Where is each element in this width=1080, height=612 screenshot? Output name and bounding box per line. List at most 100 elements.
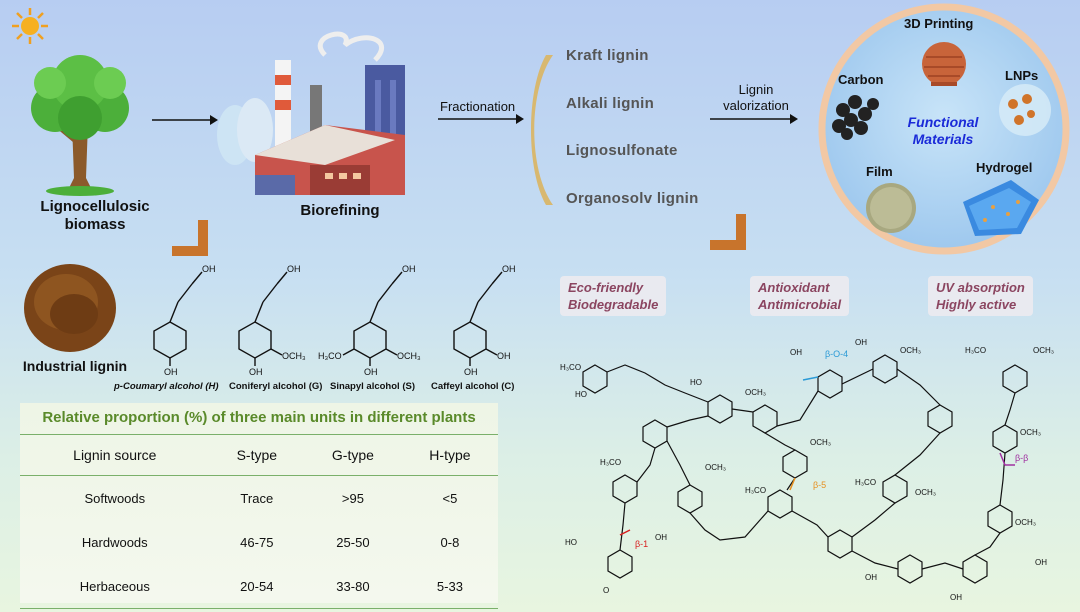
- valorization-label: Lignin valorization: [723, 82, 789, 113]
- property-text: Antimicrobial: [758, 297, 842, 312]
- svg-text:OCH₃: OCH₃: [397, 351, 421, 361]
- table-header: H-type: [429, 447, 471, 463]
- arrow-icon: [438, 114, 524, 124]
- svg-text:O: O: [603, 586, 609, 595]
- lignin-type-kraft: Kraft lignin: [566, 47, 649, 64]
- property-text: Eco-friendly: [568, 280, 644, 295]
- chevron-down-icon: [172, 220, 208, 256]
- material-carbon: Carbon: [838, 72, 884, 87]
- svg-text:H₃CO: H₃CO: [318, 351, 342, 361]
- property-box-eco: Eco-friendly Biodegradable: [560, 276, 667, 316]
- table-cell: 33-80: [336, 578, 370, 594]
- chevron-down-icon: [710, 214, 746, 250]
- table-cell: Herbaceous: [79, 578, 150, 594]
- lignin-type-alkali: Alkali lignin: [566, 95, 655, 112]
- material-3d-printing: 3D Printing: [904, 16, 974, 31]
- linkage-label: β-5: [813, 480, 826, 490]
- table-row: Herbaceous 20-54 33-80 5-33: [20, 564, 498, 609]
- svg-text:H₃CO: H₃CO: [560, 363, 581, 372]
- arrow-icon: [710, 114, 798, 124]
- table-header-row: Lignin source S-type G-type H-type: [20, 435, 498, 476]
- material-hydrogel: Hydrogel: [976, 160, 1033, 175]
- factory-icon: [217, 31, 405, 195]
- tree-icon: [31, 55, 129, 196]
- lignin-powder-icon: [24, 264, 116, 352]
- svg-text:OH: OH: [865, 573, 877, 582]
- property-box-uv: UV absorption Highly active: [928, 276, 1033, 316]
- svg-text:OH: OH: [249, 367, 263, 377]
- svg-text:H₃CO: H₃CO: [745, 486, 766, 495]
- property-box-antioxidant: Antioxidant Antimicrobial: [750, 276, 850, 316]
- table-row: Softwoods Trace >95 <5: [20, 476, 498, 521]
- fractionation-label: Fractionation: [440, 99, 516, 114]
- table-cell: Trace: [240, 490, 274, 506]
- table-title: Relative proportion (%) of three main un…: [42, 409, 476, 426]
- svg-text:OCH₃: OCH₃: [900, 346, 921, 355]
- lignin-type-organosolv: Organosolv lignin: [566, 190, 699, 207]
- table-row: Hardwoods 46-75 25-50 0-8: [20, 520, 498, 564]
- property-text: UV absorption: [936, 280, 1025, 295]
- property-text: Biodegradable: [568, 297, 659, 312]
- svg-text:OH: OH: [202, 264, 216, 274]
- linkage-label: β-β: [1015, 453, 1028, 463]
- monomer-s-label: Sinapyl alcohol (S): [330, 381, 415, 392]
- table-cell: 20-54: [240, 578, 274, 594]
- svg-text:OH: OH: [790, 348, 802, 357]
- svg-text:OH: OH: [855, 338, 867, 347]
- table-cell: Softwoods: [84, 490, 146, 506]
- monomer-h-label: p-Coumaryl alcohol (H): [114, 381, 219, 392]
- table-header: Lignin source: [73, 447, 157, 463]
- svg-text:OCH₃: OCH₃: [705, 463, 726, 472]
- material-lnps: LNPs: [1005, 68, 1039, 83]
- biomass-label: Lignocellulosic biomass: [40, 198, 150, 233]
- property-text: Antioxidant: [758, 280, 830, 295]
- sun-icon: [12, 8, 48, 44]
- table-cell: 5-33: [436, 578, 463, 594]
- svg-text:H₃CO: H₃CO: [965, 346, 986, 355]
- svg-text:OH: OH: [497, 351, 511, 361]
- svg-text:OCH₃: OCH₃: [1015, 518, 1036, 527]
- svg-text:OCH₃: OCH₃: [282, 351, 306, 361]
- linkage-label: β-O-4: [825, 349, 848, 359]
- monomer-structures: OH OH OH OH OCH₃ OH OH OCH₃ H₃CO OH OH OH: [153, 264, 516, 377]
- svg-text:OH: OH: [1035, 558, 1047, 567]
- svg-text:OCH₃: OCH₃: [915, 488, 936, 497]
- arrow-icon: [152, 115, 218, 125]
- svg-text:OH: OH: [950, 593, 962, 602]
- table-header: G-type: [331, 447, 374, 463]
- table-cell: 0-8: [440, 534, 460, 550]
- table-header: S-type: [236, 447, 278, 463]
- proportion-table: Lignin source S-type G-type H-type Softw…: [20, 435, 498, 609]
- svg-text:OCH₃: OCH₃: [1033, 346, 1054, 355]
- svg-text:OH: OH: [464, 367, 478, 377]
- svg-text:OH: OH: [287, 264, 301, 274]
- monomer-g-label: Coniferyl alcohol (G): [229, 381, 323, 392]
- table-cell: 46-75: [240, 534, 274, 550]
- svg-text:OH: OH: [502, 264, 516, 274]
- svg-text:OH: OH: [364, 367, 378, 377]
- svg-text:HO: HO: [575, 390, 587, 399]
- svg-text:HO: HO: [565, 538, 577, 547]
- biorefining-label: Biorefining: [300, 202, 380, 219]
- linkage-label: β-1: [635, 539, 648, 549]
- svg-text:H₃CO: H₃CO: [600, 458, 621, 467]
- table-cell: Hardwoods: [81, 534, 148, 550]
- svg-text:OCH₃: OCH₃: [1020, 428, 1041, 437]
- functional-materials-label: Functional Materials: [907, 114, 979, 147]
- industrial-lignin-label: Industrial lignin: [22, 358, 128, 374]
- svg-text:OH: OH: [655, 533, 667, 542]
- lignin-type-lignosulfonate: Lignosulfonate: [566, 142, 678, 159]
- property-text: Highly active: [936, 297, 1017, 312]
- monomer-c-label: Caffeyl alcohol (C): [431, 381, 515, 392]
- svg-text:OH: OH: [402, 264, 416, 274]
- svg-text:HO: HO: [690, 378, 702, 387]
- bracket-icon: [531, 55, 553, 205]
- materials-circle: [818, 3, 1070, 255]
- table-cell: <5: [442, 490, 458, 506]
- svg-text:OCH₃: OCH₃: [810, 438, 831, 447]
- svg-text:OCH₃: OCH₃: [745, 388, 766, 397]
- table-cell: >95: [341, 490, 364, 506]
- proportion-table-panel: Relative proportion (%) of three main un…: [20, 403, 498, 609]
- svg-text:OH: OH: [164, 367, 178, 377]
